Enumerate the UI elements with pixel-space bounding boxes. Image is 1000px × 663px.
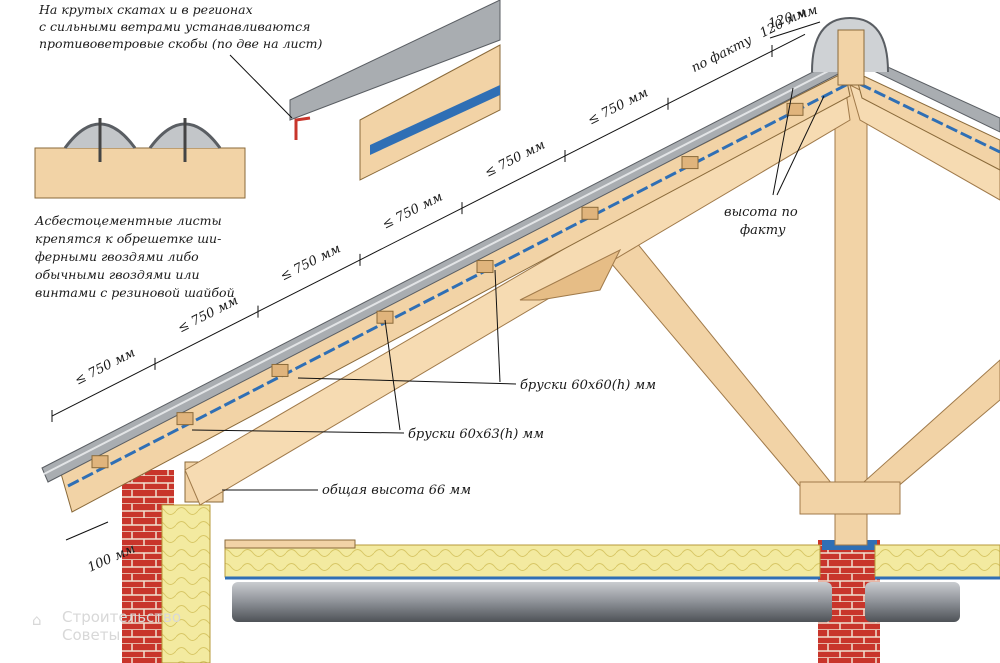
batten xyxy=(681,156,699,170)
note-line: противоветровые скобы (по две на лист) xyxy=(39,36,322,51)
label-battens-60x63: бруски 60х63(h) мм xyxy=(408,427,544,442)
note-line: На крутых скатах и в регионах xyxy=(38,2,253,17)
leader-line xyxy=(191,429,405,434)
dim-line xyxy=(769,21,821,39)
dim-line xyxy=(564,103,669,157)
ceiling-insulation xyxy=(224,539,1000,580)
slate-sheets xyxy=(41,57,1000,483)
label-height-actual: высота по xyxy=(724,205,798,220)
note-wind-brackets: На крутых скатах и в регионах с сильными… xyxy=(38,2,322,51)
dim-label: ≤ 750 мм xyxy=(586,85,651,128)
label-height-actual: факту xyxy=(740,223,786,238)
dim-line xyxy=(65,521,109,541)
leader-line xyxy=(772,87,794,196)
dim-line xyxy=(359,207,463,261)
inset-bracket xyxy=(289,0,501,181)
watermark-line: Строительство xyxy=(62,608,181,626)
note-fastening: Асбестоцементные листы крепятся к обреше… xyxy=(34,213,235,300)
batten xyxy=(476,260,494,274)
dim-label: ≤ 750 мм xyxy=(483,138,548,181)
dim-label: ≤ 750 мм xyxy=(278,241,343,284)
batten xyxy=(91,455,109,469)
watermark: ⌂ Строительство Советы xyxy=(32,608,181,644)
label-battens-60x60: бруски 60х60(h) мм xyxy=(520,378,656,393)
watermark-logo: ⌂ xyxy=(32,611,42,629)
wall-left xyxy=(122,461,224,663)
battens xyxy=(91,102,804,469)
dim-ridge-gap: 120 мм xyxy=(767,3,820,32)
inset-nails xyxy=(34,118,246,199)
batten xyxy=(176,412,194,426)
note-line: ферными гвоздями либо xyxy=(35,249,199,264)
dim-line xyxy=(667,50,773,105)
dim-line xyxy=(461,155,566,209)
membrane-line xyxy=(67,82,1000,488)
ridge-cap xyxy=(811,16,889,86)
leader-line xyxy=(297,377,517,385)
dim-line xyxy=(51,363,156,417)
note-line: винтами с резиновой шайбой xyxy=(35,285,235,300)
note-line: крепятся к обрешетке ши- xyxy=(35,231,221,246)
dim-line xyxy=(257,259,361,313)
batten xyxy=(271,363,289,377)
ceiling-beam xyxy=(232,582,960,622)
leader-line xyxy=(229,54,293,119)
dim-line xyxy=(771,33,806,52)
truss xyxy=(184,84,1000,546)
label-total-height: общая высота 66 мм xyxy=(322,483,471,498)
batten xyxy=(786,102,804,116)
watermark-line: Советы xyxy=(62,626,120,644)
batten xyxy=(581,206,599,220)
note-line: обычными гвоздями или xyxy=(35,267,200,282)
leader-line xyxy=(776,95,825,196)
dim-label: ≤ 750 мм xyxy=(73,346,138,389)
note-line: Асбестоцементные листы xyxy=(34,213,222,228)
note-line: с сильными ветрами устанавливаются xyxy=(39,19,310,34)
dim-label: по факту xyxy=(689,33,755,76)
leader-line xyxy=(494,269,501,383)
dim-label: ≤ 750 мм xyxy=(380,190,445,233)
dim-line xyxy=(154,311,259,365)
leader-line xyxy=(384,319,401,431)
